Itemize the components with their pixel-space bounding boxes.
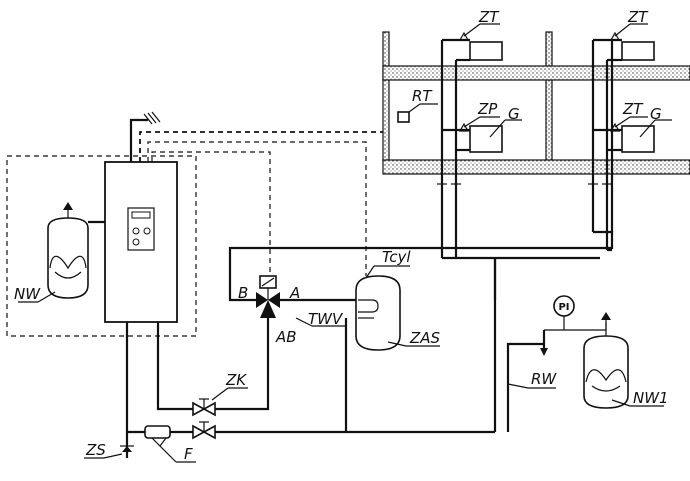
nw-label: NW xyxy=(14,285,41,303)
a-port-label: A xyxy=(289,284,300,302)
building-structure xyxy=(382,31,690,258)
zas-label: ZAS xyxy=(409,329,441,347)
zp-label: ZP xyxy=(477,100,498,118)
radiator-top-left xyxy=(442,38,503,62)
return-valve xyxy=(192,421,216,440)
expansion-vessel-nw1 xyxy=(583,312,664,409)
nw1-label: NW1 xyxy=(633,389,669,407)
zt-valve-top-left xyxy=(458,23,500,41)
filter xyxy=(144,425,196,463)
twv-label: TWV xyxy=(308,310,344,328)
room-thermostat xyxy=(397,103,438,123)
rt-label: RT xyxy=(412,87,433,105)
zt-top-right-label: ZT xyxy=(627,8,649,26)
zp-valve xyxy=(458,116,522,138)
zt-mid-right-label: ZT xyxy=(622,100,644,118)
boiler-flue xyxy=(129,111,161,162)
zs-label: ZS xyxy=(85,441,106,459)
three-way-valve xyxy=(256,275,346,327)
tcyl-label: Tcyl xyxy=(382,248,411,266)
zt-valve-mid-right xyxy=(609,116,672,138)
rw-leader xyxy=(507,383,556,389)
boiler xyxy=(104,161,178,323)
control-wiring xyxy=(139,131,383,276)
pi-label: PI xyxy=(558,302,569,313)
main-pipework xyxy=(125,40,614,434)
zk-label: ZK xyxy=(225,371,247,389)
radiator-mid-left xyxy=(442,125,503,153)
radiator-top-right xyxy=(593,38,655,62)
expansion-vessel-nw xyxy=(18,202,105,303)
b-port-label: B xyxy=(238,284,248,302)
f-label: F xyxy=(184,445,193,463)
ab-port-label: AB xyxy=(275,328,297,346)
hot-water-cylinder xyxy=(355,265,440,351)
boiler-housing xyxy=(6,155,197,337)
pi-valve xyxy=(540,348,548,356)
zt-top-left-label: ZT xyxy=(478,8,500,26)
g-mid-right-label: G xyxy=(650,105,662,123)
pressure-indicator xyxy=(553,295,575,317)
radiator-mid-right xyxy=(593,125,655,153)
g-mid-left-label: G xyxy=(508,105,520,123)
rw-label: RW xyxy=(531,370,557,388)
zk-valve xyxy=(192,387,248,417)
zt-valve-top-right xyxy=(609,23,648,41)
drain-valve xyxy=(84,432,134,459)
